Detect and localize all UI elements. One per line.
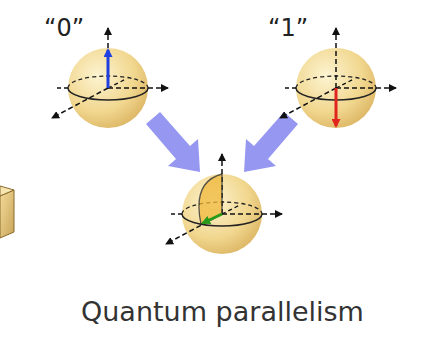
bloch-sphere <box>52 28 168 128</box>
bloch-sphere <box>280 28 396 128</box>
bloch-sphere <box>166 154 282 254</box>
device-box <box>0 186 14 238</box>
state-label: “0” <box>44 14 84 42</box>
state-label: “1” <box>268 14 308 42</box>
caption: Quantum parallelism <box>81 296 364 327</box>
